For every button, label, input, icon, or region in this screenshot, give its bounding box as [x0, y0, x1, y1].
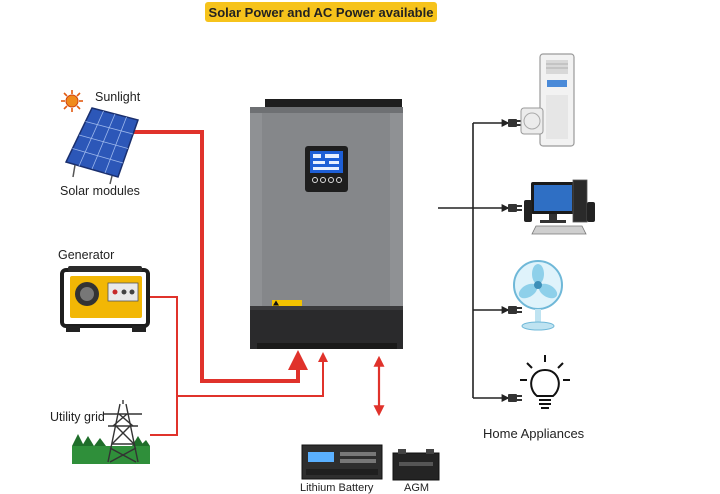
inverter-icon: [250, 99, 403, 349]
pylon-icon: [72, 400, 150, 464]
home-appliances-label: Home Appliances: [483, 426, 585, 441]
solar-panel-icon: [64, 107, 139, 185]
sun-icon: [61, 90, 83, 112]
warning-sticker: [272, 300, 302, 306]
lithium-battery-icon: [301, 444, 383, 480]
agm-battery-icon: [392, 449, 440, 481]
light-bulb-icon: [520, 355, 570, 409]
sunlight-label: Sunlight: [95, 90, 141, 104]
generator-label: Generator: [58, 248, 115, 262]
generator-icon: [60, 266, 150, 332]
solar-modules-label: Solar modules: [60, 184, 140, 198]
utility-wire: [150, 396, 178, 436]
air-conditioner-icon: [520, 53, 575, 147]
load-wires: [438, 119, 510, 402]
utility-grid-label: Utility grid: [50, 410, 105, 424]
banner: Solar Power and AC Power available: [205, 2, 437, 22]
lithium-battery-label: Lithium Battery: [300, 482, 374, 494]
agm-battery-label: AGM: [404, 482, 430, 494]
computer-icon: [524, 179, 595, 235]
plug-icons: [508, 119, 522, 402]
solar-wire: [132, 130, 308, 383]
fan-icon: [513, 260, 563, 331]
